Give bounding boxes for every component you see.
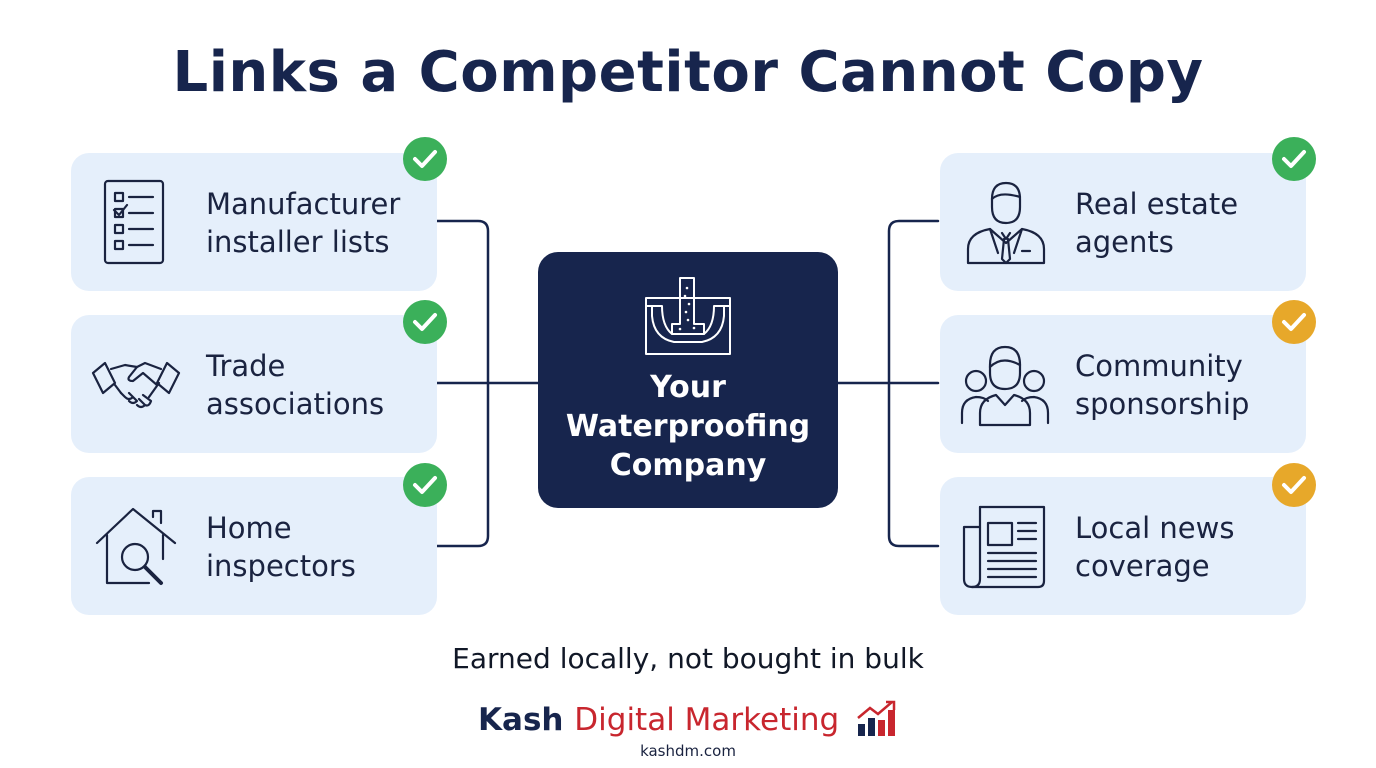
check-badge-green [403, 137, 447, 181]
brand-name-part1: Kash [478, 702, 564, 738]
check-icon [403, 300, 447, 344]
newspaper-icon [962, 505, 1046, 589]
brand-name: Kash Digital Marketing [0, 700, 1376, 738]
handshake-icon [91, 361, 181, 409]
check-badge-green [1272, 137, 1316, 181]
growth-chart-logo-icon [857, 700, 896, 736]
page-title: Links a Competitor Cannot Copy [172, 40, 1204, 105]
check-badge-yellow [1272, 300, 1316, 344]
community-group-icon [960, 345, 1050, 427]
waterproofing-foundation-icon [645, 277, 731, 355]
check-icon [403, 463, 447, 507]
check-badge-green [403, 463, 447, 507]
brand-name-part2: Digital Marketing [574, 702, 840, 738]
check-icon [403, 137, 447, 181]
tagline: Earned locally, not bought in bulk [452, 642, 924, 675]
check-icon [1272, 463, 1316, 507]
house-magnifier-icon [95, 507, 177, 585]
check-icon [1272, 300, 1316, 344]
check-icon [1272, 137, 1316, 181]
checklist-icon [103, 179, 165, 265]
check-badge-yellow [1272, 463, 1316, 507]
check-badge-green [403, 300, 447, 344]
agent-person-icon [966, 181, 1046, 265]
brand-website: kashdm.com [640, 742, 736, 760]
